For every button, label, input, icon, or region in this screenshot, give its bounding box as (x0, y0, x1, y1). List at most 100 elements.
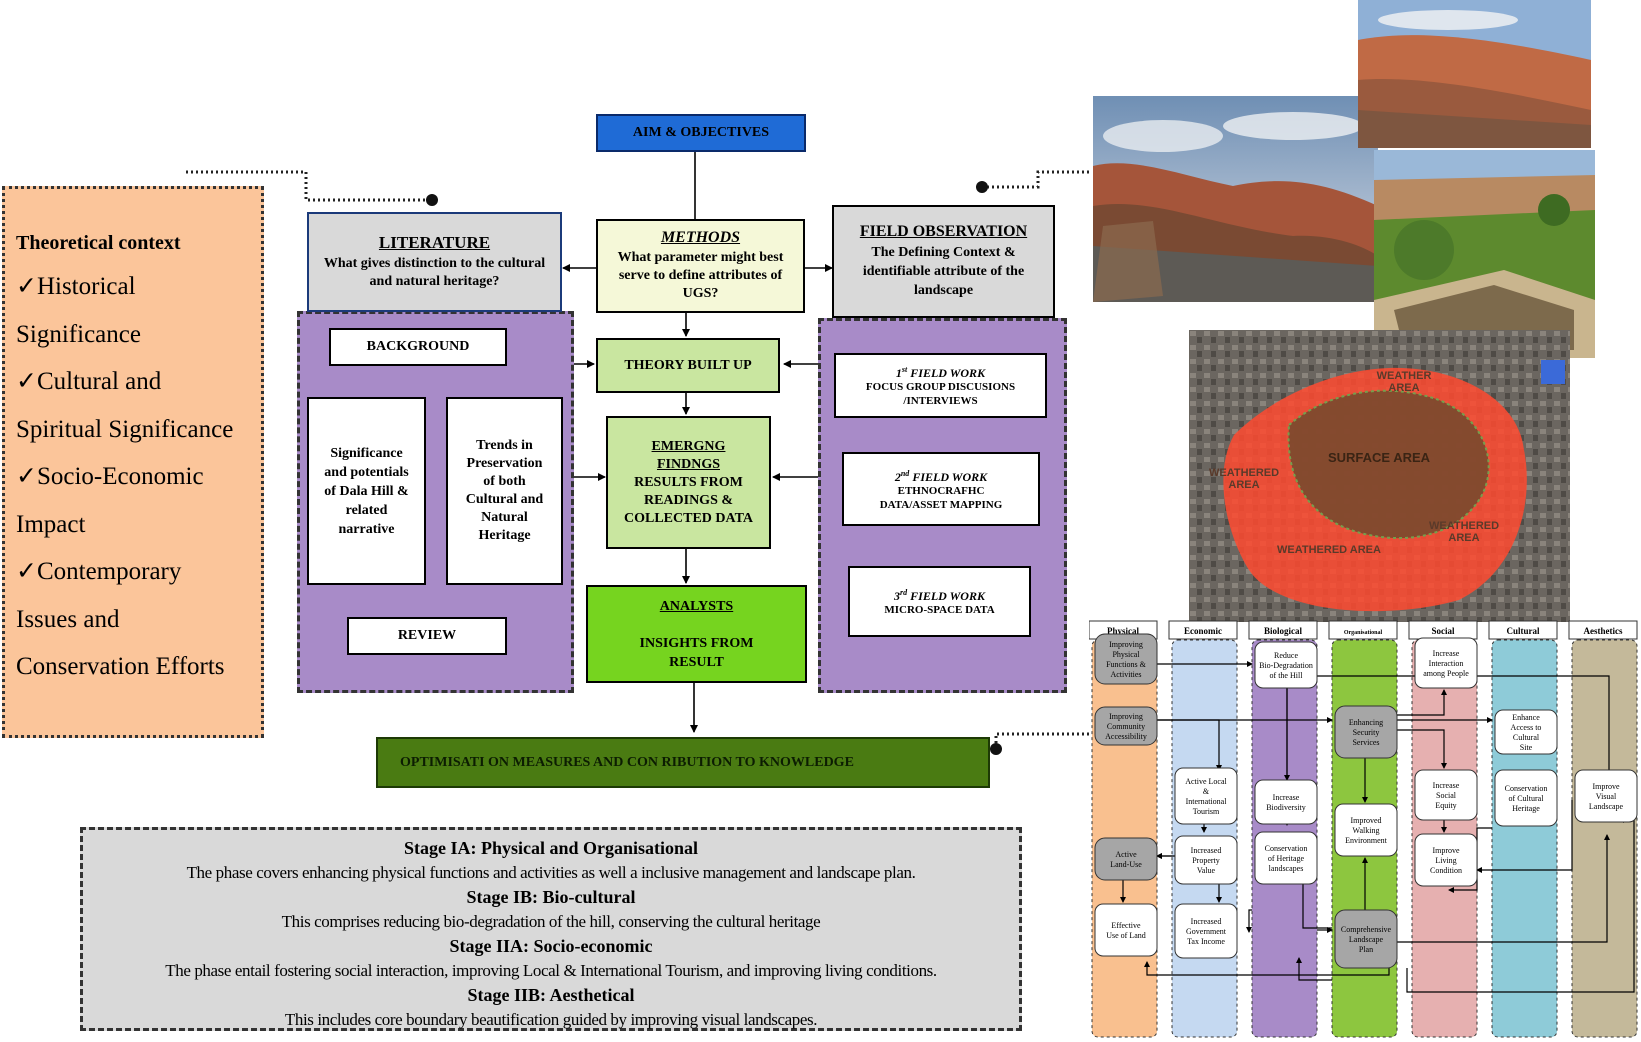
stage-title: Stage IIB: Aesthetical (467, 985, 635, 1005)
theory-item-line: Cultural and (36, 368, 162, 395)
analysts-box: ANALYSTS INSIGHTS FROM RESULT (586, 585, 807, 683)
stage-description: This includes core boundary beautificati… (284, 1010, 818, 1029)
check-icon: ✓ (16, 273, 37, 300)
matrix-header-aesthetics: Aesthetics (1584, 626, 1623, 636)
fieldwork-number: 1 (895, 366, 902, 380)
theory-item-contemporary: ✓Contemporary Issues and Conservation Ef… (16, 548, 253, 691)
node-biological-2 (1254, 779, 1318, 825)
matrix-header-cultural: Cultural (1506, 626, 1540, 636)
fieldwork-1-body: FOCUS GROUP DISCUSIONS /INTERVIEWS (865, 381, 1016, 407)
node-aesthetics-1 (1574, 769, 1638, 823)
analysts-body: INSIGHTS FROM RESULT (639, 635, 754, 670)
fieldwork-3-title: 3rd FIELD WORK (894, 586, 985, 603)
map-label-weather-top: WEATHER AREA (1376, 370, 1432, 394)
methods-question: What parameter might best serve to defin… (617, 250, 784, 301)
stage-title: Stage IA: Physical and Organisational (403, 838, 699, 858)
node-cultural-1 (1494, 709, 1558, 755)
fieldwork-2-body: ETHNOCRAFHC DATA/ASSET MAPPING (879, 484, 1003, 511)
field-observation-title: FIELD OBSERVATION (859, 223, 1028, 240)
theory-item-line: Conservation Efforts (16, 653, 225, 680)
check-icon: ✓ (16, 463, 37, 490)
node-social-2 (1414, 769, 1478, 821)
map-label-surface: SURFACE AREA (1327, 450, 1431, 465)
aim-objectives-label: AIM & OBJECTIVES (632, 125, 770, 140)
fieldwork-suffix: st (901, 365, 908, 374)
node-economic-3 (1174, 903, 1238, 959)
theory-item-cultural: ✓Cultural and Spiritual Significance (16, 358, 253, 453)
field-observation-question: The Defining Context & identifiable attr… (862, 245, 1025, 298)
stage-title: Stage IB: Bio-cultural (466, 887, 636, 907)
literature-question: What gives distinction to the cultural a… (323, 256, 546, 289)
fieldwork-2-title: 2nd FIELD WORK (895, 467, 987, 484)
matrix-diagram: Physical Economic Biological Organisatio… (1089, 620, 1638, 1038)
node-physical-2 (1094, 706, 1158, 746)
fieldwork-suffix: nd (900, 468, 910, 478)
fieldwork-number: 2 (894, 469, 901, 484)
fieldwork-suffix: rd (900, 588, 908, 597)
theory-item-line: Contemporary (36, 558, 182, 585)
map-label-weathered-bottom: WEATHERED AREA (1277, 544, 1381, 556)
emerging-findings-title: EMERGNG FINDNGS (651, 438, 726, 472)
fieldwork-label: FIELD WORK (907, 589, 985, 603)
stage-description: The phase entail fostering social intera… (165, 961, 937, 980)
review-label: REVIEW (397, 628, 457, 643)
emerging-findings-body: RESULTS FROM READINGS & COLLECTED DATA (623, 474, 753, 526)
emerging-findings-box: EMERGNG FINDNGS RESULTS FROM READINGS & … (606, 416, 771, 549)
dala-hill-photo-rock (1093, 96, 1378, 302)
node-biological-3 (1254, 831, 1318, 885)
map-label-weathered-right: WEATHERED AREA (1429, 520, 1500, 544)
fieldwork-3-box: 3rd FIELD WORK MICRO-SPACE DATA (848, 566, 1031, 637)
matrix-header-social: Social (1431, 626, 1455, 636)
node-physical-4 (1094, 903, 1158, 957)
stage-description: This comprises reducing bio-degradation … (281, 912, 821, 931)
significance-label: Significance and potentials of Dala Hill… (324, 445, 409, 537)
node-physical-3 (1094, 837, 1158, 881)
fieldwork-label: FIELD WORK (907, 366, 986, 380)
background-box: BACKGROUND (329, 328, 507, 366)
stages-panel: Stage IA: Physical and Organisational Th… (80, 827, 1022, 1031)
matrix-header-economic: Economic (1184, 626, 1222, 636)
node-organisational-1 (1334, 705, 1398, 759)
check-icon: ✓ (16, 368, 37, 395)
theory-built-box: THEORY BUILT UP (596, 338, 780, 393)
field-observation-box: FIELD OBSERVATION The Defining Context &… (832, 205, 1055, 318)
theory-item-line: Issues and (16, 605, 120, 633)
fieldwork-label: FIELD WORK (909, 469, 988, 484)
node-social-1 (1414, 637, 1478, 689)
check-icon: ✓ (16, 558, 37, 585)
methods-box: METHODS What parameter might best serve … (596, 219, 805, 313)
map-label-weathered-left: WEATHERED AREA (1209, 467, 1280, 491)
fieldwork-1-box: 1st FIELD WORK FOCUS GROUP DISCUSIONS /I… (834, 353, 1047, 418)
theory-item-line: Spiritual Significance (16, 415, 234, 443)
node-cultural-2 (1494, 769, 1558, 827)
fieldwork-number: 3 (894, 589, 901, 603)
dala-hill-photo-top (1358, 0, 1591, 148)
theory-item-line: Historical (36, 273, 136, 300)
stage-description: The phase covers enhancing physical func… (186, 863, 916, 882)
fieldwork-3-body: MICRO-SPACE DATA (884, 604, 995, 616)
node-organisational-3 (1334, 909, 1398, 969)
theory-built-label: THEORY BUILT UP (624, 357, 752, 373)
theory-item-historical: ✓Historical Significance (16, 263, 253, 358)
matrix-header-biological: Biological (1264, 626, 1302, 636)
literature-title: LITERATURE (378, 233, 491, 252)
background-label: BACKGROUND (366, 339, 470, 354)
node-economic-1 (1174, 767, 1238, 825)
review-box: REVIEW (347, 617, 507, 655)
